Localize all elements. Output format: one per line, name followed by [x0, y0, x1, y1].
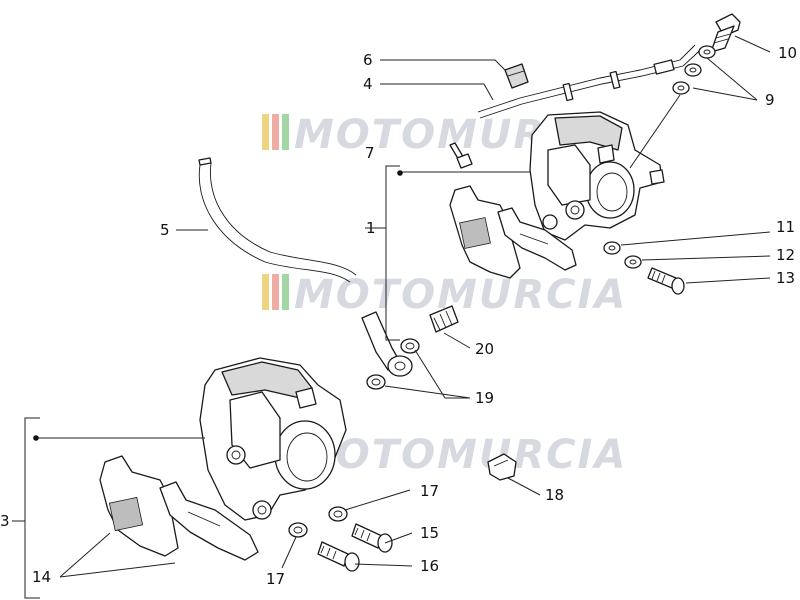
callout-15: 15 [420, 524, 439, 542]
callout-7: 7 [365, 144, 375, 162]
caliper-washer-12-part [624, 255, 642, 269]
caliper-washer-17-upper-part [328, 506, 348, 522]
callout-1: 1 [366, 219, 376, 237]
copper-washers-top-part [672, 45, 716, 95]
callout-17-upper: 17 [420, 482, 439, 500]
upper-brake-caliper-part [529, 111, 665, 241]
callout-6: 6 [363, 51, 373, 69]
caliper-bolt-16-part [317, 541, 360, 572]
bleeder-screw-part [449, 142, 473, 169]
banjo-bolt-top-part [710, 13, 741, 53]
upper-brake-pads-part [449, 185, 577, 279]
caliper-washer-17-lower-part [288, 522, 308, 538]
callout-16: 16 [420, 557, 439, 575]
callout-13: 13 [776, 269, 795, 287]
callout-4: 4 [363, 75, 373, 93]
banjo-hose-connector-part [361, 311, 413, 377]
banjo-bolt-20-part [429, 305, 459, 333]
clip-18-part [487, 453, 517, 481]
callout-5: 5 [160, 221, 170, 239]
watermark-middle: MOTOMURCIA [262, 272, 627, 318]
lower-brake-pads-part [99, 455, 259, 561]
caliper-washer-11-part [603, 241, 621, 255]
watermark-text: MOTOMURCIA [294, 432, 627, 478]
callout-19: 19 [475, 389, 494, 407]
callout-3: 3 [0, 512, 10, 530]
caliper-bolt-15-part [351, 523, 393, 553]
watermark-bottom: MOTOMURCIA [262, 432, 627, 478]
callout-18: 18 [545, 486, 564, 504]
callout-11: 11 [776, 218, 795, 236]
brake-line-pipe-part [477, 44, 701, 119]
copper-washers-19-part [366, 338, 420, 390]
callout-9: 9 [765, 91, 775, 109]
lower-brake-caliper-part [199, 357, 347, 521]
caliper-bolt-13-part [647, 267, 685, 295]
watermark-text: MOTOMURCIA [294, 272, 627, 318]
brake-hose-part [198, 157, 357, 283]
callout-14: 14 [32, 568, 51, 586]
callout-10: 10 [778, 44, 797, 62]
pipe-clamp-part [504, 63, 529, 89]
leader-lines [12, 35, 771, 599]
callout-17-lower: 17 [266, 570, 285, 588]
callout-20: 20 [475, 340, 494, 358]
callout-12: 12 [776, 246, 795, 264]
